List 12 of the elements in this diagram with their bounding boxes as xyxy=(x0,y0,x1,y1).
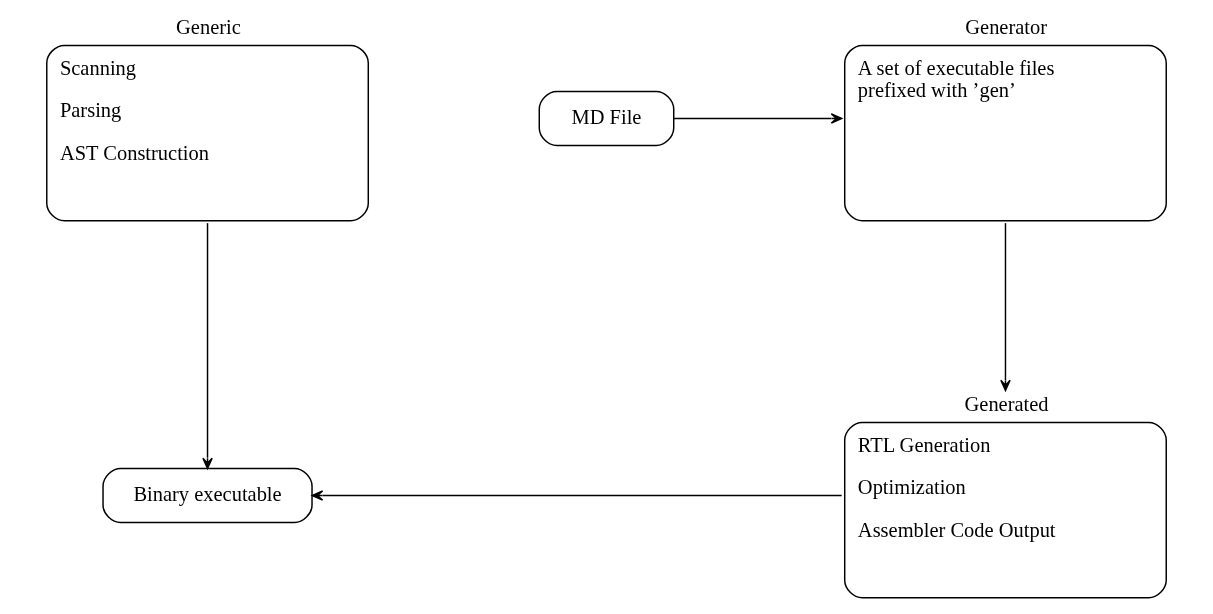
node-box: A set of executable files prefixed with ’gen’ xyxy=(844,44,1167,222)
arrow xyxy=(202,222,213,470)
node-box: MD File xyxy=(538,90,675,147)
node-label: Generated xyxy=(964,393,1049,416)
node-box: Scanning Parsing AST Construction xyxy=(46,44,370,222)
arrow xyxy=(1000,222,1011,392)
arrow xyxy=(311,490,843,501)
node-box: RTL Generation Optimization Assembler Code Output xyxy=(844,421,1167,599)
node-label: Generator xyxy=(965,16,1048,38)
node-label: Generic xyxy=(176,16,241,38)
node-box: Binary executable xyxy=(102,467,313,524)
arrow xyxy=(673,113,843,124)
